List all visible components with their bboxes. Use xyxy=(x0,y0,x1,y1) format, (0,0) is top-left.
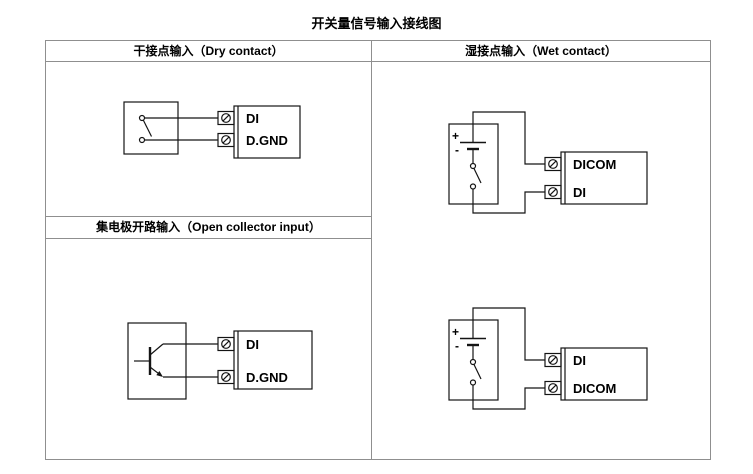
wet-contact-diagrams: + - xyxy=(448,111,648,410)
plus-sign: + xyxy=(452,325,459,339)
terminal-screw-icon xyxy=(217,369,235,385)
wet-contact-diagram-bottom: + - xyxy=(448,307,648,410)
wires xyxy=(472,111,545,214)
wires xyxy=(163,343,218,378)
dry-contact-cell: DI D.GND xyxy=(46,62,371,217)
wet-contact-header: 湿接点输入（Wet contact） xyxy=(372,41,710,62)
terminal-screw-icon xyxy=(544,352,562,368)
page-title: 开关量信号输入接线图 xyxy=(311,16,442,31)
wires xyxy=(144,117,218,141)
switch-icon xyxy=(469,345,482,400)
terminal-screw-icon xyxy=(544,380,562,396)
terminal-screw-icon xyxy=(544,184,562,200)
wires xyxy=(472,307,545,410)
dry-contact-diagram: DI D.GND xyxy=(123,101,301,159)
terminal-block: DI D.GND xyxy=(233,330,313,390)
wiring-table: 干接点输入（Dry contact） xyxy=(45,40,711,460)
left-column: 干接点输入（Dry contact） xyxy=(46,41,372,459)
wet-contact-diagram-top: + - xyxy=(448,111,648,214)
minus-sign: - xyxy=(455,339,459,353)
terminal-block: DI DICOM xyxy=(560,347,648,401)
terminal-label-bottom: D.GND xyxy=(246,133,288,148)
terminal-screw-icon xyxy=(217,132,235,148)
terminal-label-bottom: D.GND xyxy=(246,370,288,385)
npn-transistor-icon xyxy=(134,343,164,377)
terminal-label-top: DICOM xyxy=(573,157,616,172)
terminal-label-bottom: DICOM xyxy=(573,381,616,396)
terminal-label-top: DI xyxy=(246,111,259,126)
dry-contact-header: 干接点输入（Dry contact） xyxy=(46,41,371,62)
open-collector-diagram: DI D.GND xyxy=(127,322,313,400)
open-collector-cell: DI D.GND xyxy=(46,239,371,459)
switch-box xyxy=(123,101,179,155)
terminal-screw-icon xyxy=(217,110,235,126)
terminal-label-top: DI xyxy=(246,337,259,352)
wet-contact-cell: + - xyxy=(372,62,710,459)
battery-icon: + - xyxy=(452,325,486,353)
terminal-label-top: DI xyxy=(573,353,586,368)
right-column: 湿接点输入（Wet contact） + - xyxy=(372,41,710,459)
switch-icon xyxy=(138,114,153,144)
terminal-block: DICOM DI xyxy=(560,151,648,205)
plus-sign: + xyxy=(452,129,459,143)
terminal-block: DI D.GND xyxy=(233,105,301,159)
open-collector-header: 集电极开路输入（Open collector input） xyxy=(46,217,371,239)
battery-icon: + - xyxy=(452,129,486,157)
switch-icon xyxy=(469,149,482,204)
minus-sign: - xyxy=(455,143,459,157)
terminal-screw-icon xyxy=(217,336,235,352)
transistor-box xyxy=(127,322,187,400)
terminal-label-bottom: DI xyxy=(573,185,586,200)
terminal-screw-icon xyxy=(544,156,562,172)
